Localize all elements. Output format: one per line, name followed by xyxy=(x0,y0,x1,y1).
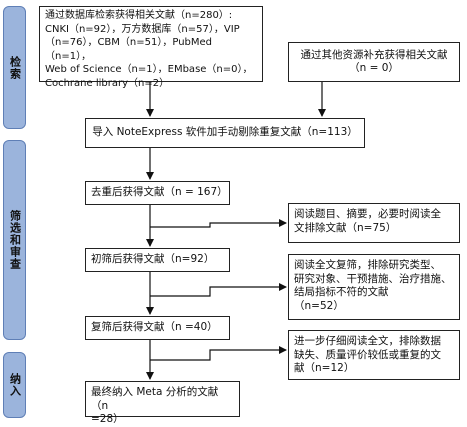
phase-inclusion-label: 纳入 xyxy=(8,373,22,397)
excluded-fulltext-box: 阅读全文复筛，排除研究类型、 研究对象、干预措施、治疗措施、 结局指标不符的文献… xyxy=(288,254,460,320)
database-search-box: 通过数据库检索获得相关文献（n=280）: CNKI（n=92），万方数据库（n… xyxy=(39,6,263,89)
excluded-title-abstract-box: 阅读题目、摘要，必要时阅读全 文排除文献（n=75） xyxy=(288,203,460,243)
arrow-to-excluded-quality xyxy=(150,346,287,361)
phase-screening-label: 筛选和审查 xyxy=(8,210,22,270)
arrow-to-excluded-title xyxy=(150,219,287,228)
rescreen-box: 复筛后获得文献（n =40） xyxy=(85,316,230,340)
phase-identification: 检索 xyxy=(3,6,26,129)
import-dedup-box: 导入 NoteExpress 软件加手动剔除重复文献（n=113） xyxy=(85,118,365,148)
phase-inclusion: 纳入 xyxy=(3,352,26,418)
initial-screen-box: 初筛后获得文献（n=92） xyxy=(85,248,230,272)
after-dedup-box: 去重后获得文献（n = 167） xyxy=(85,181,230,205)
other-sources-box: 通过其他资源补充获得相关文献 （n = 0） xyxy=(288,42,460,82)
excluded-quality-box: 进一步仔细阅读全文，排除数据 缺失、质量评价较低或重复的文 献（n=12） xyxy=(288,330,460,380)
phase-screening: 筛选和审查 xyxy=(3,140,26,340)
phase-identification-label: 检索 xyxy=(8,55,22,80)
final-included-box: 最终纳入 Meta 分析的文献（n =28） xyxy=(85,381,240,425)
arrow-to-excluded-fulltext xyxy=(150,283,287,297)
